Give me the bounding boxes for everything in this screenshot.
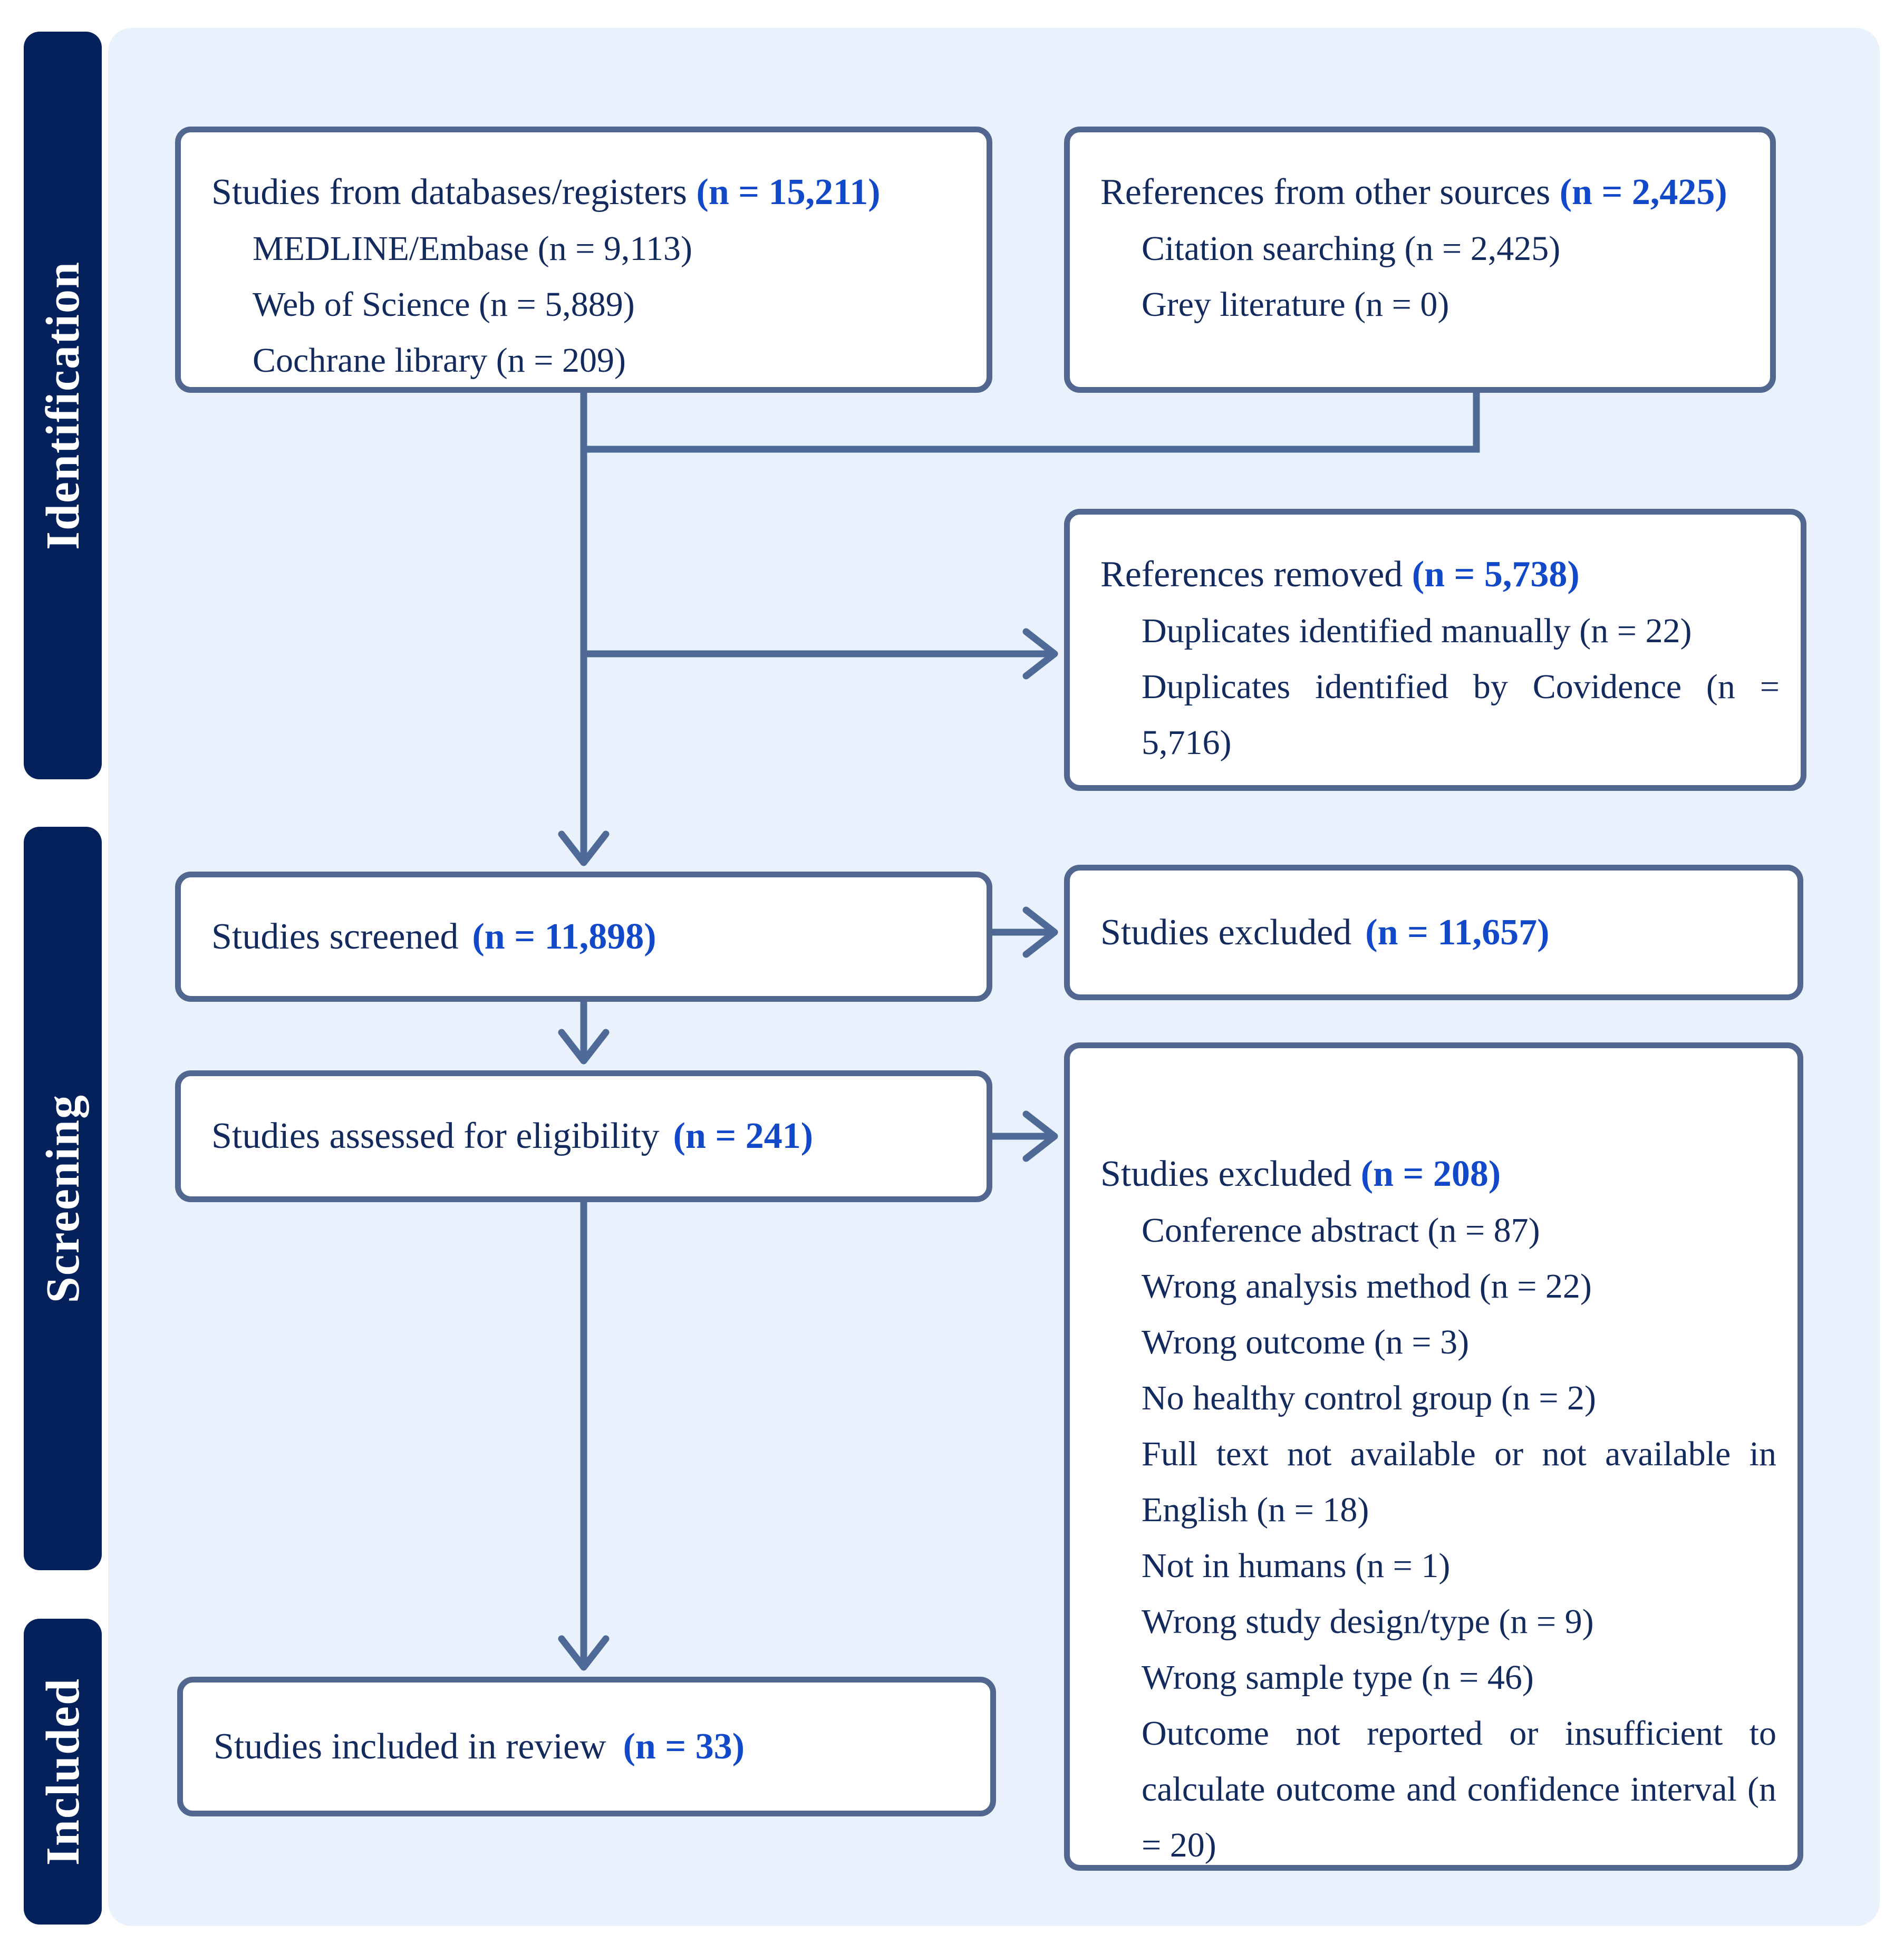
box-title: Studies from databases/registers (n = 15… [211,164,965,221]
list-item: Wrong sample type (n = 46) [1142,1658,1534,1697]
list-item: Grey literature (n = 0) [1142,285,1449,324]
list-item: Duplicates identified by Covidence (n = … [1142,668,1780,762]
list-item: Duplicates identified manually (n = 22) [1142,612,1692,650]
box-references-other-sources: References from other sources (n = 2,425… [1064,127,1776,393]
box-studies-screened: Studies screened (n = 11,898) [175,872,992,1002]
box-studies-assessed: Studies assessed for eligibility (n = 24… [175,1070,992,1202]
source-list: Citation searching (n = 2,425) Grey liter… [1100,221,1749,333]
stage-label-included: Included [36,1677,89,1866]
list-item: Cochrane library (n = 209) [253,341,626,380]
list-item: Not in humans (n = 1) [1142,1546,1451,1585]
source-list: MEDLINE/Embase (n = 9,113) Web of Science… [211,221,965,389]
title-text: Studies screened [211,916,459,957]
box-studies-excluded-screening: Studies excluded (n = 11,657) [1064,865,1803,1000]
list-item: Web of Science (n = 5,889) [253,285,635,324]
title-text: References removed [1100,554,1403,595]
stage-label-identification: Identification [36,260,89,550]
stage-bar-identification: Identification [24,32,102,779]
count-badge: (n = 241) [673,1116,814,1156]
box-title: References from other sources (n = 2,425… [1100,164,1749,221]
stage-bar-screening: Screening [24,827,102,1570]
list-item: Wrong study design/type (n = 9) [1142,1602,1594,1641]
list-item: Outcome not reported or insufficient to … [1142,1714,1776,1864]
count-badge: (n = 11,898) [472,916,656,957]
box-studies-excluded-eligibility: Studies excluded (n = 208) Conference ab… [1064,1042,1803,1871]
list-item: Wrong outcome (n = 3) [1142,1323,1470,1361]
box-references-removed: References removed (n = 5,738) Duplicate… [1064,509,1806,791]
title-text: Studies assessed for eligibility [211,1116,660,1156]
count-badge: (n = 2,425) [1559,172,1727,212]
count-badge: (n = 33) [623,1726,745,1767]
removal-reason-list: Duplicates identified manually (n = 22) D… [1100,603,1780,771]
count-badge: (n = 11,657) [1365,912,1550,953]
title-text: Studies from databases/registers [211,172,688,212]
title-text: References from other sources [1100,172,1551,212]
count-badge: (n = 208) [1360,1154,1501,1194]
title-text: Studies excluded [1100,1154,1352,1194]
list-item: Conference abstract (n = 87) [1142,1211,1540,1250]
box-title: Studies excluded (n = 208) [1100,1146,1776,1203]
box-studies-from-databases: Studies from databases/registers (n = 15… [175,127,992,393]
box-studies-included: Studies included in review (n = 33) [177,1677,996,1816]
count-badge: (n = 5,738) [1412,554,1580,595]
stage-bar-included: Included [24,1619,102,1925]
list-item: No healthy control group (n = 2) [1142,1379,1597,1417]
list-item: MEDLINE/Embase (n = 9,113) [253,229,692,268]
title-text: Studies excluded [1100,912,1352,953]
box-title: Studies excluded (n = 11,657) [1070,871,1797,994]
list-item: Wrong analysis method (n = 22) [1142,1267,1592,1306]
title-text: Studies included in review [214,1726,606,1767]
count-badge: (n = 15,211) [696,172,881,212]
box-title: Studies included in review (n = 33) [183,1683,990,1811]
exclusion-reason-list: Conference abstract (n = 87) Wrong analys… [1100,1203,1776,1873]
list-item: Citation searching (n = 2,425) [1142,229,1561,268]
box-title: Studies screened (n = 11,898) [181,877,987,996]
list-item: Full text not available or not available… [1142,1435,1776,1529]
box-title: References removed (n = 5,738) [1100,546,1780,603]
stage-label-screening: Screening [36,1094,89,1303]
box-title: Studies assessed for eligibility (n = 24… [181,1076,987,1196]
